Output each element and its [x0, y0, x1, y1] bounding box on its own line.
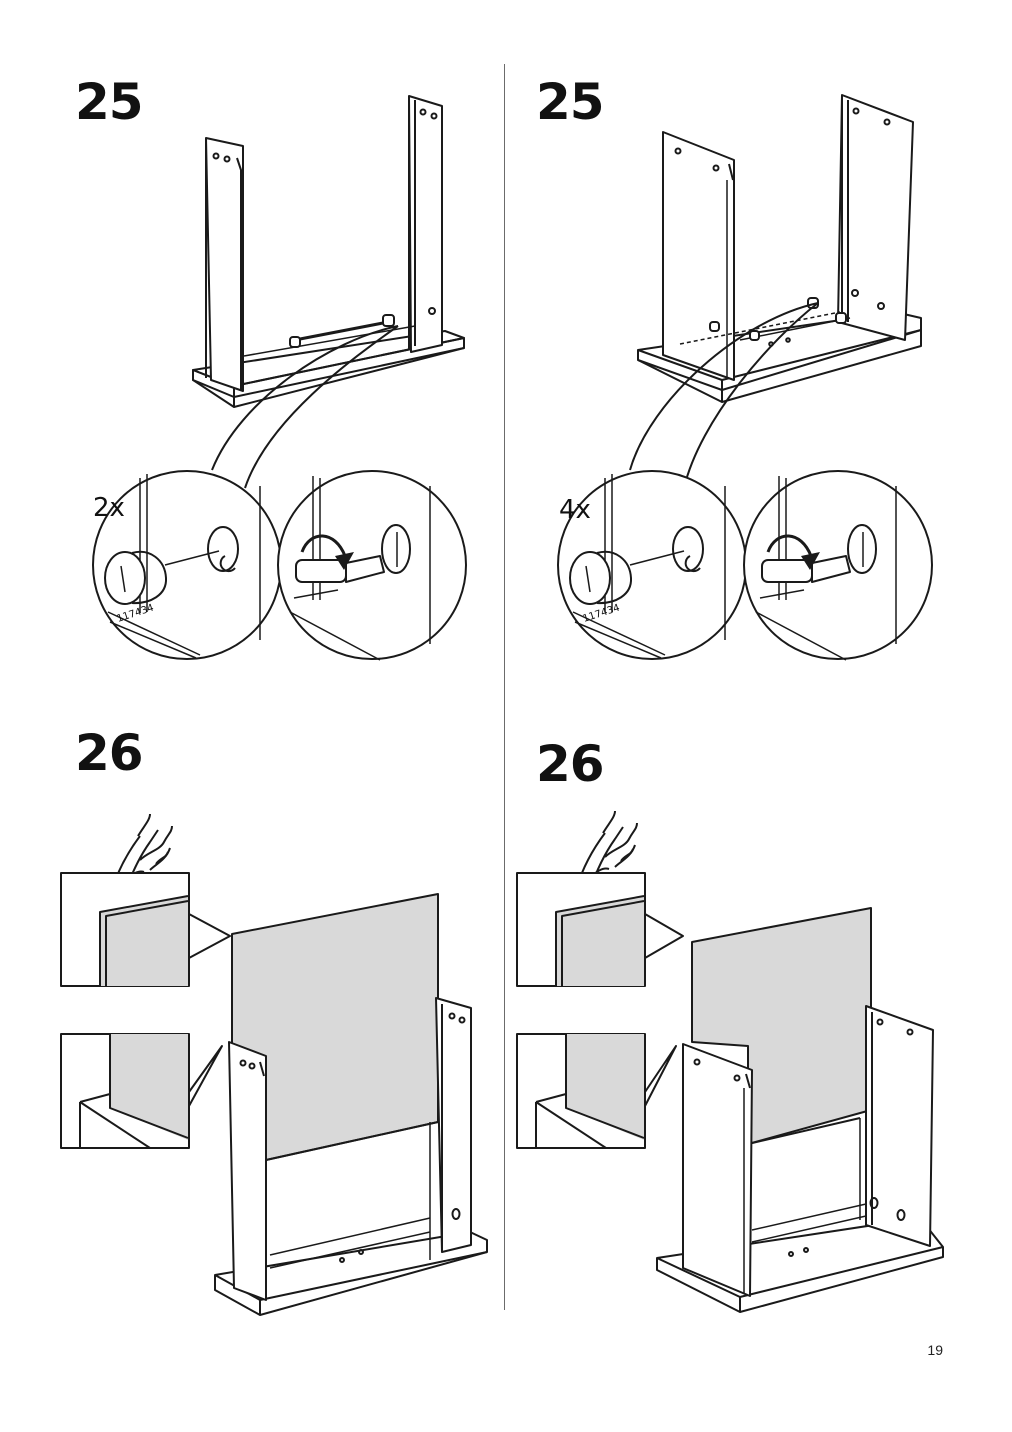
quantity-label: 4x: [559, 495, 591, 525]
step-26-right-illustration: [505, 810, 1010, 1320]
step-25-left-illustration: 2x 117434: [0, 80, 505, 680]
step-number: 25: [75, 73, 144, 131]
quantity-label: 2x: [93, 493, 125, 523]
step-25-right-illustration: 4x 117434: [505, 80, 1010, 680]
part-number: 117434: [582, 603, 622, 625]
step-number: 26: [536, 735, 605, 793]
step-number: 26: [75, 724, 144, 782]
page-number: 19: [927, 1342, 943, 1358]
step-number: 25: [536, 73, 605, 131]
column-divider: [504, 64, 505, 1310]
step-26-left-illustration: [0, 810, 505, 1320]
press-hand-icon: [576, 810, 638, 891]
part-number: 117434: [116, 603, 156, 625]
